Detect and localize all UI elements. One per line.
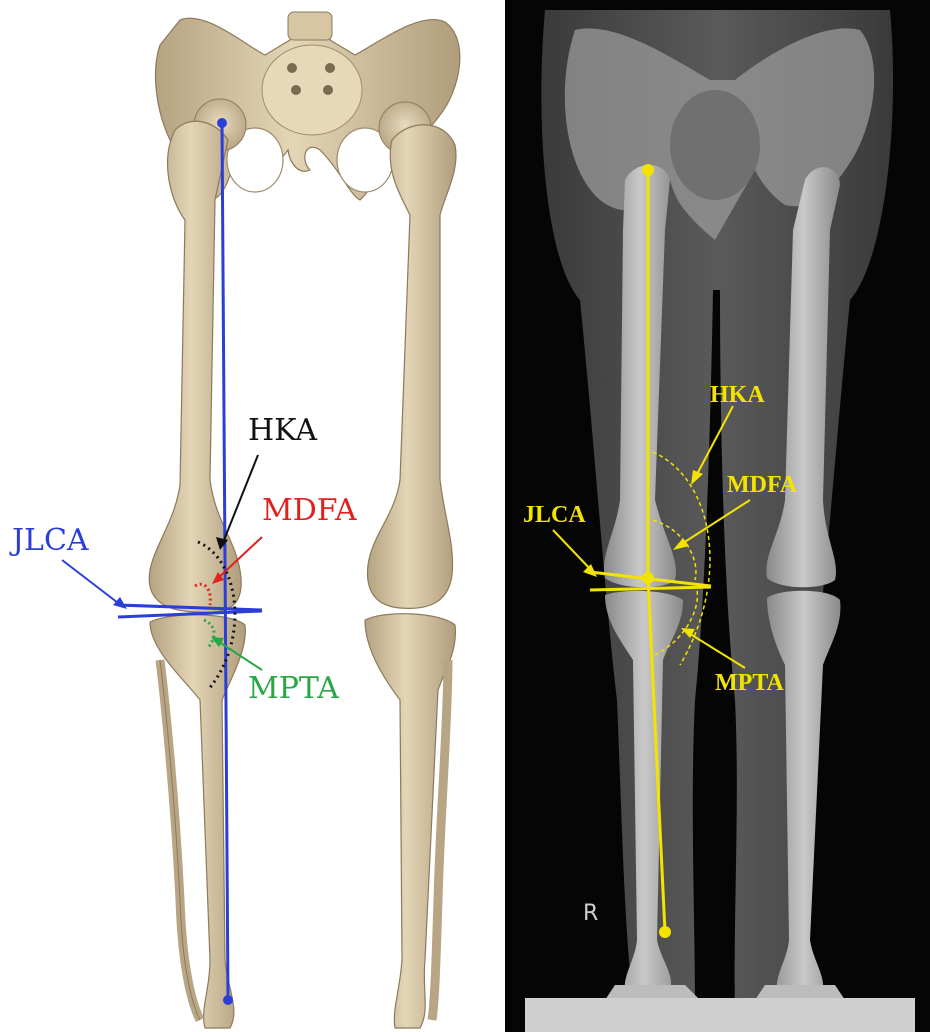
hip-center-point-xray — [642, 164, 654, 176]
mdfa-label-right: MDFA — [727, 472, 798, 498]
left-tibia — [365, 614, 455, 1028]
jlca-label-right: JLCA — [523, 502, 586, 528]
side-marker-r: R — [583, 901, 598, 926]
hka-label-left: HKA — [248, 413, 317, 448]
jlca-label-left: JLCA — [9, 523, 89, 558]
foot-plate — [525, 998, 915, 1032]
radiograph: R HKA MDFA JLCA — [505, 0, 930, 1032]
ankle-center-point-xray — [659, 926, 671, 938]
ankle-center-point — [223, 995, 233, 1005]
hka-label-right: HKA — [710, 382, 765, 408]
mpta-label-right: MPTA — [715, 670, 785, 696]
right-tibia — [150, 615, 245, 1028]
hip-center-point — [217, 118, 227, 128]
mdfa-label-left: MDFA — [262, 493, 357, 528]
radiograph-panel: R HKA MDFA JLCA — [505, 0, 930, 1032]
mpta-label-left: MPTA — [248, 671, 339, 706]
skeleton-illustration-panel: HKA MDFA JLCA MPTA — [0, 0, 500, 1032]
skeleton-illustration: HKA MDFA JLCA MPTA — [0, 0, 500, 1032]
